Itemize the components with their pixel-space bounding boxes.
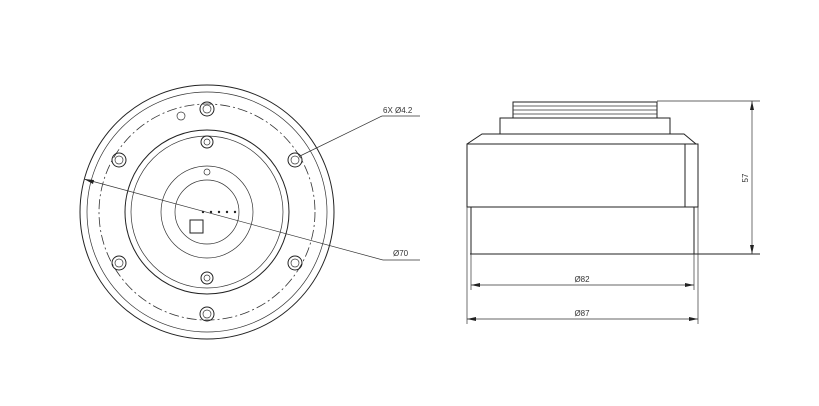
mounting-hole [111,255,127,271]
mounting-holes [111,101,303,322]
bolt-circle-dimension-line [83,178,384,261]
locating-pin [176,111,186,121]
mounting-hole [111,152,127,168]
side-step [684,143,699,208]
core-inner-circle [174,179,240,245]
mounting-hole [199,101,215,117]
outer-diameter-label: Ø87 [574,309,590,318]
outer-flange-circle [79,84,335,340]
mounting-hole [199,306,215,322]
front-view: 6X Ø4.2 Ø70 [79,84,420,340]
mounting-hole [287,255,303,271]
side-view: 57 Ø82 Ø87 [466,100,760,324]
body-circle [124,129,290,295]
body-holes [200,135,214,285]
outer-flange-inner-circle [86,91,328,333]
bolt-circle-dashed [98,103,316,321]
inner-diameter-label: Ø82 [574,275,590,284]
height-label: 57 [741,173,750,182]
shoulder [466,133,697,145]
bolt-circle-label: Ø70 [393,249,409,258]
holes-label: 6X Ø4.2 [383,106,413,115]
connector-square [189,219,204,234]
bolt-circle-arrow [84,179,94,184]
neck [499,117,671,135]
core-circle [160,165,254,259]
holes-leader-line [299,115,383,157]
mounting-hole [287,152,303,168]
main-body [466,143,686,208]
